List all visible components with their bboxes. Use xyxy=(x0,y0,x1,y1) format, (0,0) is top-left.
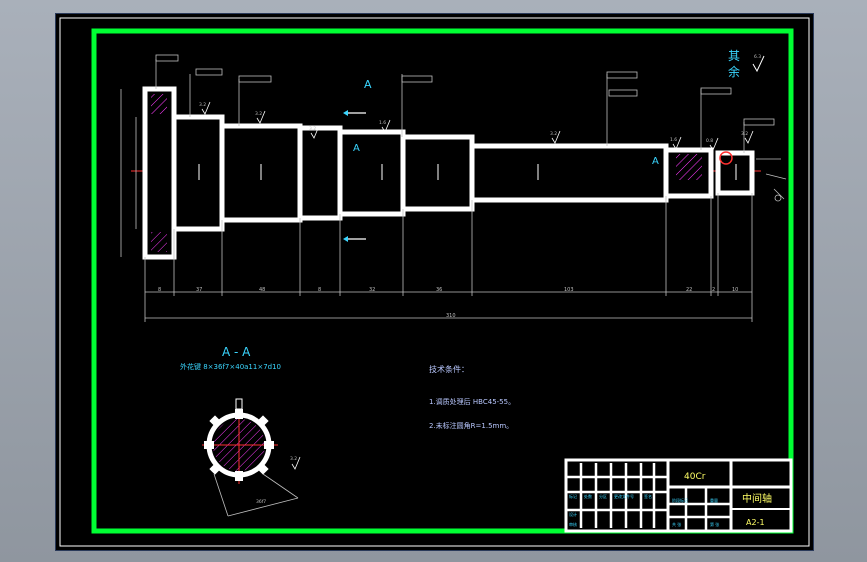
svg-text:310: 310 xyxy=(446,313,456,319)
section-spec: 外花键 8×36f7×40a11×7d10 xyxy=(180,362,281,371)
roughness-other-value: 6.3 xyxy=(754,54,761,60)
shaft-segment-3 xyxy=(297,125,343,221)
shaft-gear-section xyxy=(142,86,177,260)
svg-text:处数: 处数 xyxy=(584,493,592,499)
geometric-tolerance-frames xyxy=(155,54,775,126)
svg-text:22: 22 xyxy=(686,287,692,293)
svg-text:48: 48 xyxy=(259,287,265,293)
roughness-other-symbol xyxy=(752,55,765,73)
svg-text:3.2: 3.2 xyxy=(741,131,748,137)
section-arrow-bottom xyxy=(343,236,366,242)
svg-text:37: 37 xyxy=(196,287,202,293)
svg-text:审核: 审核 xyxy=(569,521,577,527)
svg-text:32: 32 xyxy=(369,287,375,293)
svg-text:0.8: 0.8 xyxy=(706,138,713,144)
svg-text:第 张: 第 张 xyxy=(710,521,719,527)
section-title: A - A xyxy=(222,345,251,359)
drawing-canvas: 8 37 48 8 32 36 103 22 2 10 310 3.2 3.2 … xyxy=(59,17,810,547)
shaft-body xyxy=(142,86,755,260)
tech-req-item-2: 2.未标注圆角R=1.5mm。 xyxy=(429,421,513,430)
shaft-detail-lines xyxy=(198,164,737,180)
svg-text:10: 10 xyxy=(732,287,738,293)
svg-text:设计: 设计 xyxy=(569,511,577,517)
shaft-end-segment xyxy=(715,150,755,196)
svg-text:3.2: 3.2 xyxy=(550,131,557,137)
svg-text:1.6: 1.6 xyxy=(379,120,386,126)
roughness-other-label-1: 其 xyxy=(728,49,740,63)
hatch-top-gear xyxy=(151,94,167,114)
svg-text:8: 8 xyxy=(158,287,161,293)
title-block: 标记 处数 分区 更改文件号 签名 设计 审核 阶段标记 重量 共 张 第 张 … xyxy=(564,458,793,533)
svg-text:阶段标记: 阶段标记 xyxy=(672,497,688,503)
title-material: 40Cr xyxy=(684,472,706,482)
roughness-labels: 3.2 3.2 3.2 1.6 3.2 1.6 0.8 3.2 xyxy=(199,102,748,144)
hatch-keyway xyxy=(676,154,702,180)
svg-text:3.2: 3.2 xyxy=(290,456,297,462)
right-end-dims xyxy=(756,158,787,202)
section-arrow-top xyxy=(343,110,366,116)
shaft-segment-1 xyxy=(171,114,225,232)
svg-text:3.2: 3.2 xyxy=(309,126,316,132)
svg-text:1.6: 1.6 xyxy=(670,137,677,143)
svg-text:2: 2 xyxy=(712,287,715,293)
svg-text:签名: 签名 xyxy=(644,493,652,499)
tech-req-title: 技术条件： xyxy=(429,364,469,374)
svg-text:3.2: 3.2 xyxy=(255,111,262,117)
svg-text:3.2: 3.2 xyxy=(199,102,206,108)
shaft-long-segment xyxy=(469,143,669,203)
svg-text:重量: 重量 xyxy=(710,497,718,503)
svg-text:103: 103 xyxy=(564,287,574,293)
svg-text:8: 8 xyxy=(318,287,321,293)
center-hole-mark xyxy=(719,151,733,165)
section-marker-a-right: A xyxy=(652,156,659,167)
outer-border xyxy=(59,17,810,547)
segment-dimension-labels: 8 37 48 8 32 36 103 22 2 10 310 xyxy=(158,287,738,319)
title-block-grid-left xyxy=(566,463,731,531)
extension-lines xyxy=(120,59,753,322)
roughness-symbols xyxy=(201,101,754,151)
svg-text:分区: 分区 xyxy=(599,493,607,499)
title-drawing-no: A2-1 xyxy=(746,518,765,527)
roughness-other-label-2: 余 xyxy=(728,64,740,79)
svg-text:共 张: 共 张 xyxy=(672,521,681,527)
spline-section-view: 36f7 3.2 xyxy=(202,398,301,517)
svg-text:更改文件号: 更改文件号 xyxy=(614,493,634,499)
svg-text:标记: 标记 xyxy=(569,493,577,499)
shaft-spline-segment xyxy=(337,129,406,217)
view-label-a: A xyxy=(364,78,372,91)
section-marker-a: A xyxy=(353,143,360,154)
tech-req-item-1: 1.调质处理后 HBC45-55。 xyxy=(429,397,515,406)
svg-text:36: 36 xyxy=(436,287,442,293)
hatch-bottom-gear xyxy=(151,232,167,252)
drawing-sheet[interactable]: 8 37 48 8 32 36 103 22 2 10 310 3.2 3.2 … xyxy=(55,13,814,551)
svg-text:36f7: 36f7 xyxy=(256,499,266,505)
title-part-name: 中间轴 xyxy=(742,492,772,505)
frame-border xyxy=(91,28,794,534)
